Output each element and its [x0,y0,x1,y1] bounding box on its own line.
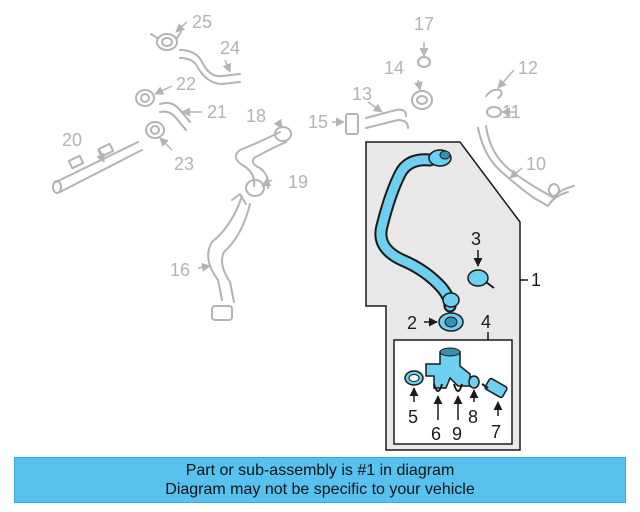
callout-14: 14 [384,58,404,78]
callout-21: 21 [207,102,227,122]
banner-line-disclaimer: Diagram may not be specific to your vehi… [165,481,475,498]
part-11-oring [486,106,502,118]
callout-2: 2 [407,313,417,333]
part-14-cap [411,90,433,110]
callout-5: 5 [408,407,418,427]
assembly-1-panel: 1 3 2 4 5 6 9 8 7 [365,141,541,451]
callout-12: 12 [518,58,538,78]
callout-22: 22 [176,74,196,94]
callout-1: 1 [531,270,541,290]
assembly-callout-labels: 1 3 2 4 5 6 9 8 7 [407,229,541,444]
part-25-clamp [150,31,182,51]
ghost-callouts [96,21,523,272]
part-15-bracket [345,113,359,135]
part-13-hose [365,108,409,129]
part-23-clamp [145,121,165,139]
callout-25: 25 [192,12,212,32]
ghost-parts-group [52,31,575,321]
callout-15: 15 [308,112,328,132]
callout-10: 10 [526,154,546,174]
part-19-clamp [245,126,292,197]
part-18-hose [234,131,287,189]
part-10-pipe [477,125,575,207]
callout-19: 19 [288,172,308,192]
callout-7: 7 [491,422,501,442]
part-22-clamp [135,89,155,107]
callout-3: 3 [471,229,481,249]
callout-16: 16 [170,260,190,280]
ghost-callout-labels: 25 24 22 21 20 23 18 19 16 17 14 13 15 1… [62,12,546,280]
part-10-flange [548,183,560,197]
callout-9: 9 [452,424,462,444]
banner-line-assembly: Part or sub-assembly is #1 in diagram [185,462,455,479]
callout-4: 4 [481,312,491,332]
part-16-end [211,305,233,321]
callout-20: 20 [62,130,82,150]
part-1-hose [374,149,460,313]
part-2-clamp [438,312,464,332]
part-16-hose [207,195,251,303]
callout-11: 11 [502,102,521,122]
part-16-bracket [231,193,247,205]
assembly-callout-lines [409,250,528,420]
part-17-oring [417,56,431,68]
part-24-hose [179,49,241,85]
callout-18: 18 [246,106,266,126]
callout-8: 8 [468,407,478,427]
part-9-clip [453,383,463,392]
callout-13: 13 [352,84,372,104]
callout-17: 17 [414,14,434,34]
callout-23: 23 [174,154,194,174]
part-7-sensor [481,377,508,399]
part-12-clip [485,88,503,99]
part-21-hose [159,101,191,131]
info-banner: Part or sub-assembly is #1 in diagram Di… [14,457,626,503]
part-6-clip [433,383,443,392]
callout-6: 6 [431,424,441,444]
callout-24: 24 [220,38,240,58]
part-3-clamp [467,269,495,289]
part-8-oring [468,375,480,389]
part-4-tee-fitting [425,347,471,389]
part-5-oring [404,370,424,386]
